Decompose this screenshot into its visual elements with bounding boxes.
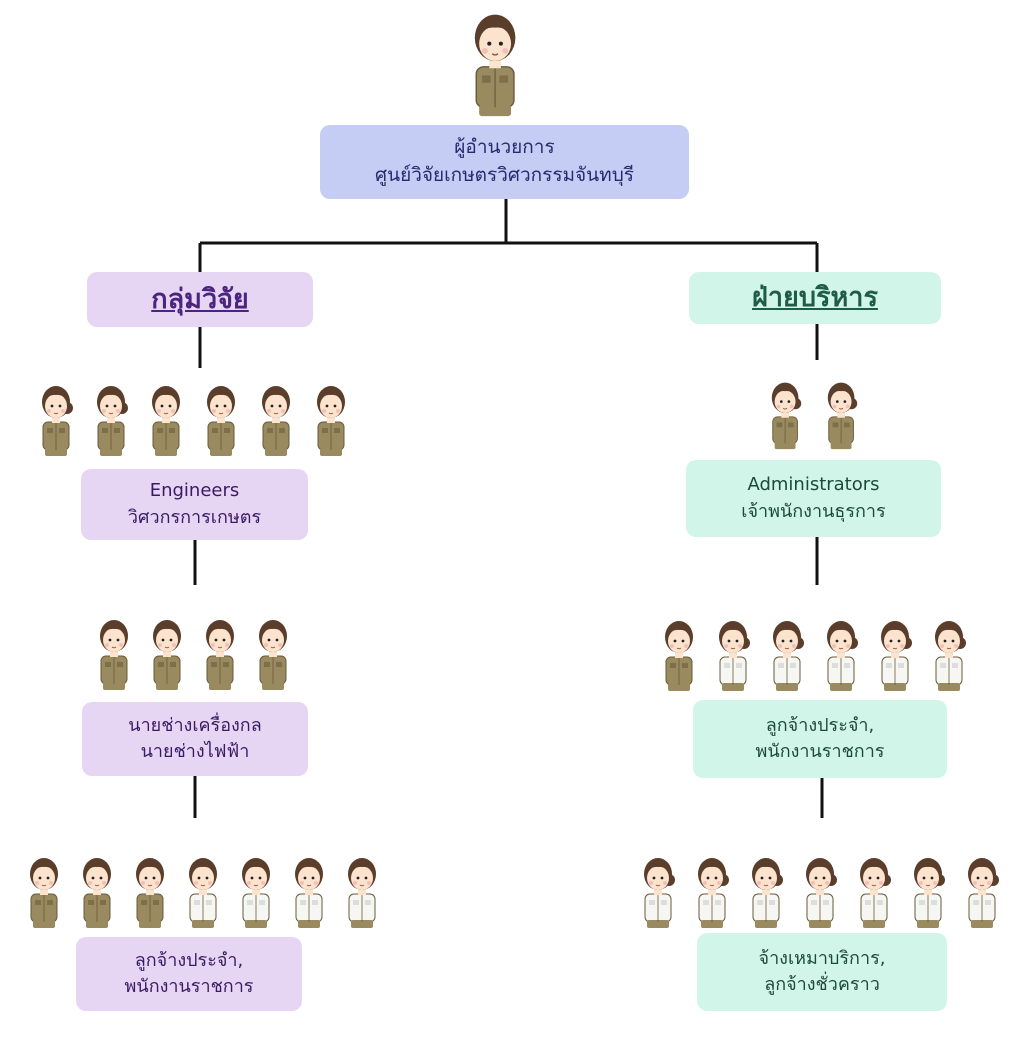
officer-male-icon [313, 378, 349, 458]
research-staff-label-1: ลูกจ้างประจำ, [134, 949, 244, 971]
officer-male-icon [148, 378, 184, 458]
officer-male-icon [132, 850, 168, 930]
director-organization: ศูนย์วิจัยเกษตรวิศวกรรมจันทบุรี [375, 164, 634, 186]
officer-female-icon [748, 850, 784, 930]
technicians-people-row [96, 612, 291, 692]
technicians-label-2: นายช่างไฟฟ้า [140, 741, 250, 762]
officer-female-icon [856, 850, 892, 930]
officer-male-icon [258, 378, 294, 458]
director-box: ผู้อำนวยการ ศูนย์วิจัยเกษตรวิศวกรรมจันทบ… [320, 125, 689, 199]
research-staff-box: ลูกจ้างประจำ, พนักงานราชการ [76, 937, 302, 1011]
officer-female-icon [93, 378, 129, 458]
admin-staff-people-row [661, 613, 967, 693]
officer-male-icon [26, 850, 62, 930]
admins-people-row [768, 375, 858, 451]
administration-heading: ฝ่ายบริหาร [752, 282, 878, 314]
officer-male-icon [344, 850, 380, 930]
officer-female-icon [694, 850, 730, 930]
engineers-box: Engineers วิศวกรการเกษตร [81, 469, 308, 540]
engineers-label-th: วิศวกรการเกษตร [127, 506, 262, 528]
officer-male-icon [238, 850, 274, 930]
officer-female-icon [38, 378, 74, 458]
engineers-label-en: Engineers [149, 480, 240, 502]
technicians-box: นายช่างเครื่องกล นายช่างไฟฟ้า [82, 702, 308, 776]
research-staff-label-2: พนักงานราชการ [124, 976, 254, 997]
officer-male-icon [202, 612, 238, 692]
officer-female-icon [769, 613, 805, 693]
officer-female-icon [910, 850, 946, 930]
research-staff-people-row [26, 850, 380, 930]
director-avatar [469, 3, 521, 119]
admin-staff-label-2: พนักงานราชการ [755, 741, 885, 762]
officer-female-icon [823, 613, 859, 693]
temps-people-row [640, 850, 1000, 930]
admin-staff-label-1: ลูกจ้างประจำ, [765, 714, 875, 736]
temps-box: จ้างเหมาบริการ, ลูกจ้างชั่วคราว [697, 933, 947, 1011]
officer-female-icon [768, 375, 802, 451]
officer-female-icon [640, 850, 676, 930]
temps-label-1: จ้างเหมาบริการ, [758, 947, 886, 969]
research-group-heading: กลุ่มวิจัย [151, 283, 249, 315]
temps-label-2: ลูกจ้างชั่วคราว [764, 974, 880, 995]
officer-female-icon [877, 613, 913, 693]
officer-female-icon [824, 375, 858, 451]
officer-male-icon [291, 850, 327, 930]
admins-label-th: เจ้าพนักงานธุรการ [741, 500, 886, 522]
director-title: ผู้อำนวยการ [454, 136, 555, 159]
admin-staff-box: ลูกจ้างประจำ, พนักงานราชการ [693, 700, 947, 778]
admins-label-en: Administrators [747, 474, 880, 496]
officer-male-icon [185, 850, 221, 930]
officer-female-icon [715, 613, 751, 693]
officer-female-icon [802, 850, 838, 930]
officer-male-icon [79, 850, 115, 930]
officer-male-icon [96, 612, 132, 692]
technicians-label-1: นายช่างเครื่องกล [128, 714, 262, 736]
officer-male-icon [203, 378, 239, 458]
engineers-people-row [38, 378, 349, 458]
officer-female-icon [931, 613, 967, 693]
administration-heading-box: ฝ่ายบริหาร [689, 272, 941, 324]
admins-box: Administrators เจ้าพนักงานธุรการ [686, 460, 941, 537]
officer-male-icon [149, 612, 185, 692]
research-group-heading-box: กลุ่มวิจัย [87, 272, 313, 327]
officer-male-icon [661, 613, 697, 693]
officer-female-icon [964, 850, 1000, 930]
officer-male-icon [255, 612, 291, 692]
